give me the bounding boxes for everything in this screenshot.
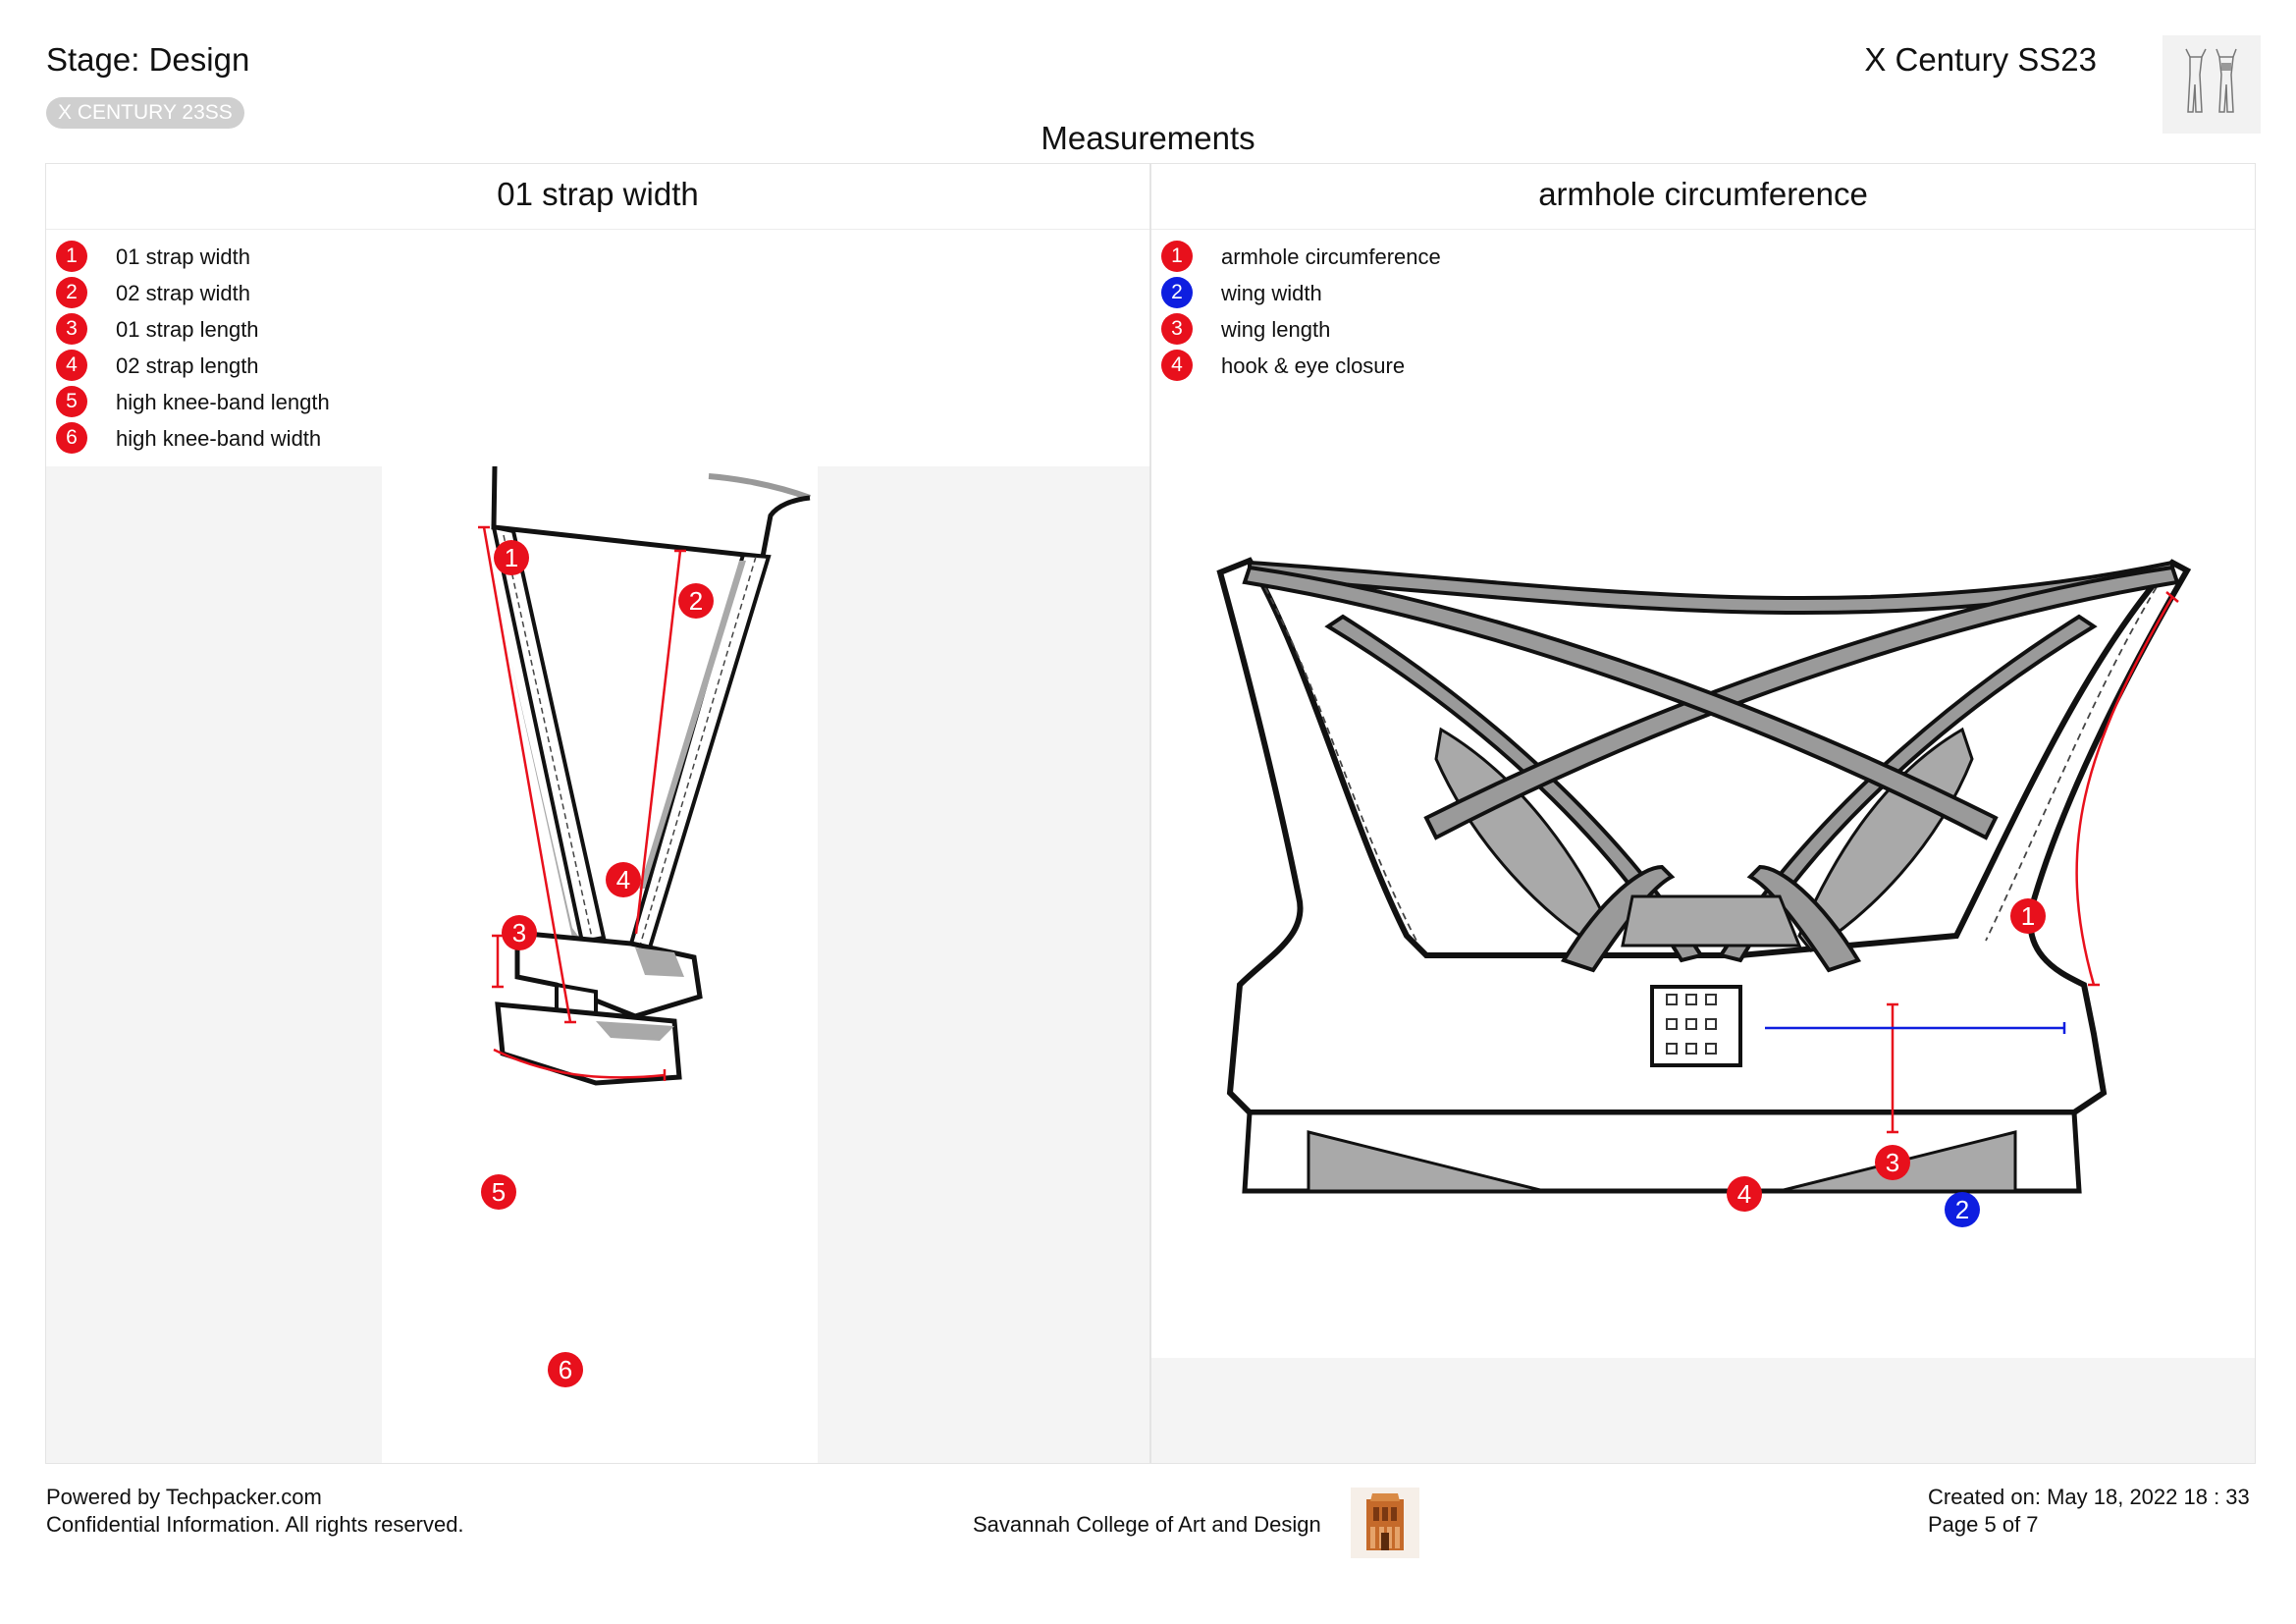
school-name: Savannah College of Art and Design	[973, 1512, 1321, 1537]
powered-by-text: Powered by Techpacker.com	[46, 1485, 322, 1509]
callout-circle	[2010, 898, 2046, 934]
school-logo-icon	[1351, 1488, 1419, 1558]
point-badge: 5	[56, 386, 87, 417]
created-date: Created on: May 18, 2022 18 : 33	[1928, 1485, 2250, 1509]
bra-sketch-canvas[interactable]	[1151, 406, 2255, 1463]
stage-title: Stage: Design	[46, 41, 250, 78]
legend-label: high knee-band width	[116, 426, 322, 451]
drawing-callout-4[interactable]: 4	[1727, 1176, 1762, 1212]
callout-circle	[606, 862, 641, 897]
callout-number: 4	[616, 865, 630, 894]
point-badge: 6	[56, 422, 87, 454]
strap-sketch-canvas[interactable]	[46, 465, 1149, 1463]
legend-label: high knee-band length	[116, 390, 330, 414]
callout-number: 3	[512, 918, 526, 947]
bra-back-technical-drawing	[1151, 406, 2255, 1358]
collection-tag-badge[interactable]: X CENTURY 23SS	[46, 97, 244, 129]
callout-circle	[494, 540, 529, 575]
point-badge: 3	[1161, 313, 1193, 345]
panel-title: 01 strap width	[46, 164, 1149, 230]
callout-number: 1	[2021, 901, 2035, 931]
legend-label: wing length	[1221, 317, 1331, 342]
collection-name: X Century SS23	[1864, 41, 2097, 78]
point-badge: 1	[56, 241, 87, 272]
callout-number: 3	[1886, 1148, 1899, 1177]
point-badge: 2	[56, 277, 87, 308]
drawing-callout-1[interactable]: 1	[494, 540, 529, 575]
page-heading: Measurements	[1041, 120, 1255, 156]
legend-label: 02 strap length	[116, 353, 259, 378]
point-badge: 4	[1161, 350, 1193, 381]
garment-thumbnail[interactable]	[2163, 35, 2261, 134]
point-badge: 3	[56, 313, 87, 345]
garment-thumbnail-sketch	[2185, 48, 2237, 113]
legend-label: 01 strap width	[116, 244, 250, 269]
legend-label: 01 strap length	[116, 317, 259, 342]
callout-circle	[678, 583, 714, 619]
measurement-panel-left: 01 strap width 1 01 strap width 2 02 str…	[45, 163, 1150, 1464]
point-badge: 2	[1161, 277, 1193, 308]
callout-circle	[1727, 1176, 1762, 1212]
drawing-callout-5[interactable]: 5	[481, 1174, 516, 1210]
callout-circle	[502, 915, 537, 950]
legend-label: armhole circumference	[1221, 244, 1441, 269]
point-badge: 1	[1161, 241, 1193, 272]
panel-title: armhole circumference	[1151, 164, 2255, 230]
point-badge: 4	[56, 350, 87, 381]
legend-label: hook & eye closure	[1221, 353, 1406, 378]
callout-number: 1	[505, 543, 518, 572]
callout-circle	[548, 1352, 583, 1387]
callout-number: 4	[1737, 1179, 1751, 1209]
strap-technical-drawing	[382, 465, 818, 1463]
legend-label: 02 strap width	[116, 281, 250, 305]
confidential-notice: Confidential Information. All rights res…	[46, 1512, 464, 1537]
drawing-callout-4[interactable]: 4	[606, 862, 641, 897]
callout-circle	[481, 1174, 516, 1210]
drawing-callout-6[interactable]: 6	[548, 1352, 583, 1387]
callout-circle	[1875, 1145, 1910, 1180]
drawing-callout-2[interactable]: 2	[678, 583, 714, 619]
drawing-callout-3[interactable]: 3	[1875, 1145, 1910, 1180]
callout-circle	[1945, 1192, 1980, 1227]
drawing-callout-2[interactable]: 2	[1945, 1192, 1980, 1227]
callout-number: 2	[1955, 1195, 1969, 1224]
measurement-panel-right: armhole circumference 1 armhole circumfe…	[1150, 163, 2256, 1464]
callout-number: 2	[689, 586, 703, 616]
callout-number: 5	[492, 1177, 506, 1207]
legend-label: wing width	[1221, 281, 1322, 305]
drawing-callout-1[interactable]: 1	[2010, 898, 2046, 934]
callout-number: 6	[559, 1355, 572, 1384]
drawing-callout-3[interactable]: 3	[502, 915, 537, 950]
page-number: Page 5 of 7	[1928, 1512, 2039, 1537]
